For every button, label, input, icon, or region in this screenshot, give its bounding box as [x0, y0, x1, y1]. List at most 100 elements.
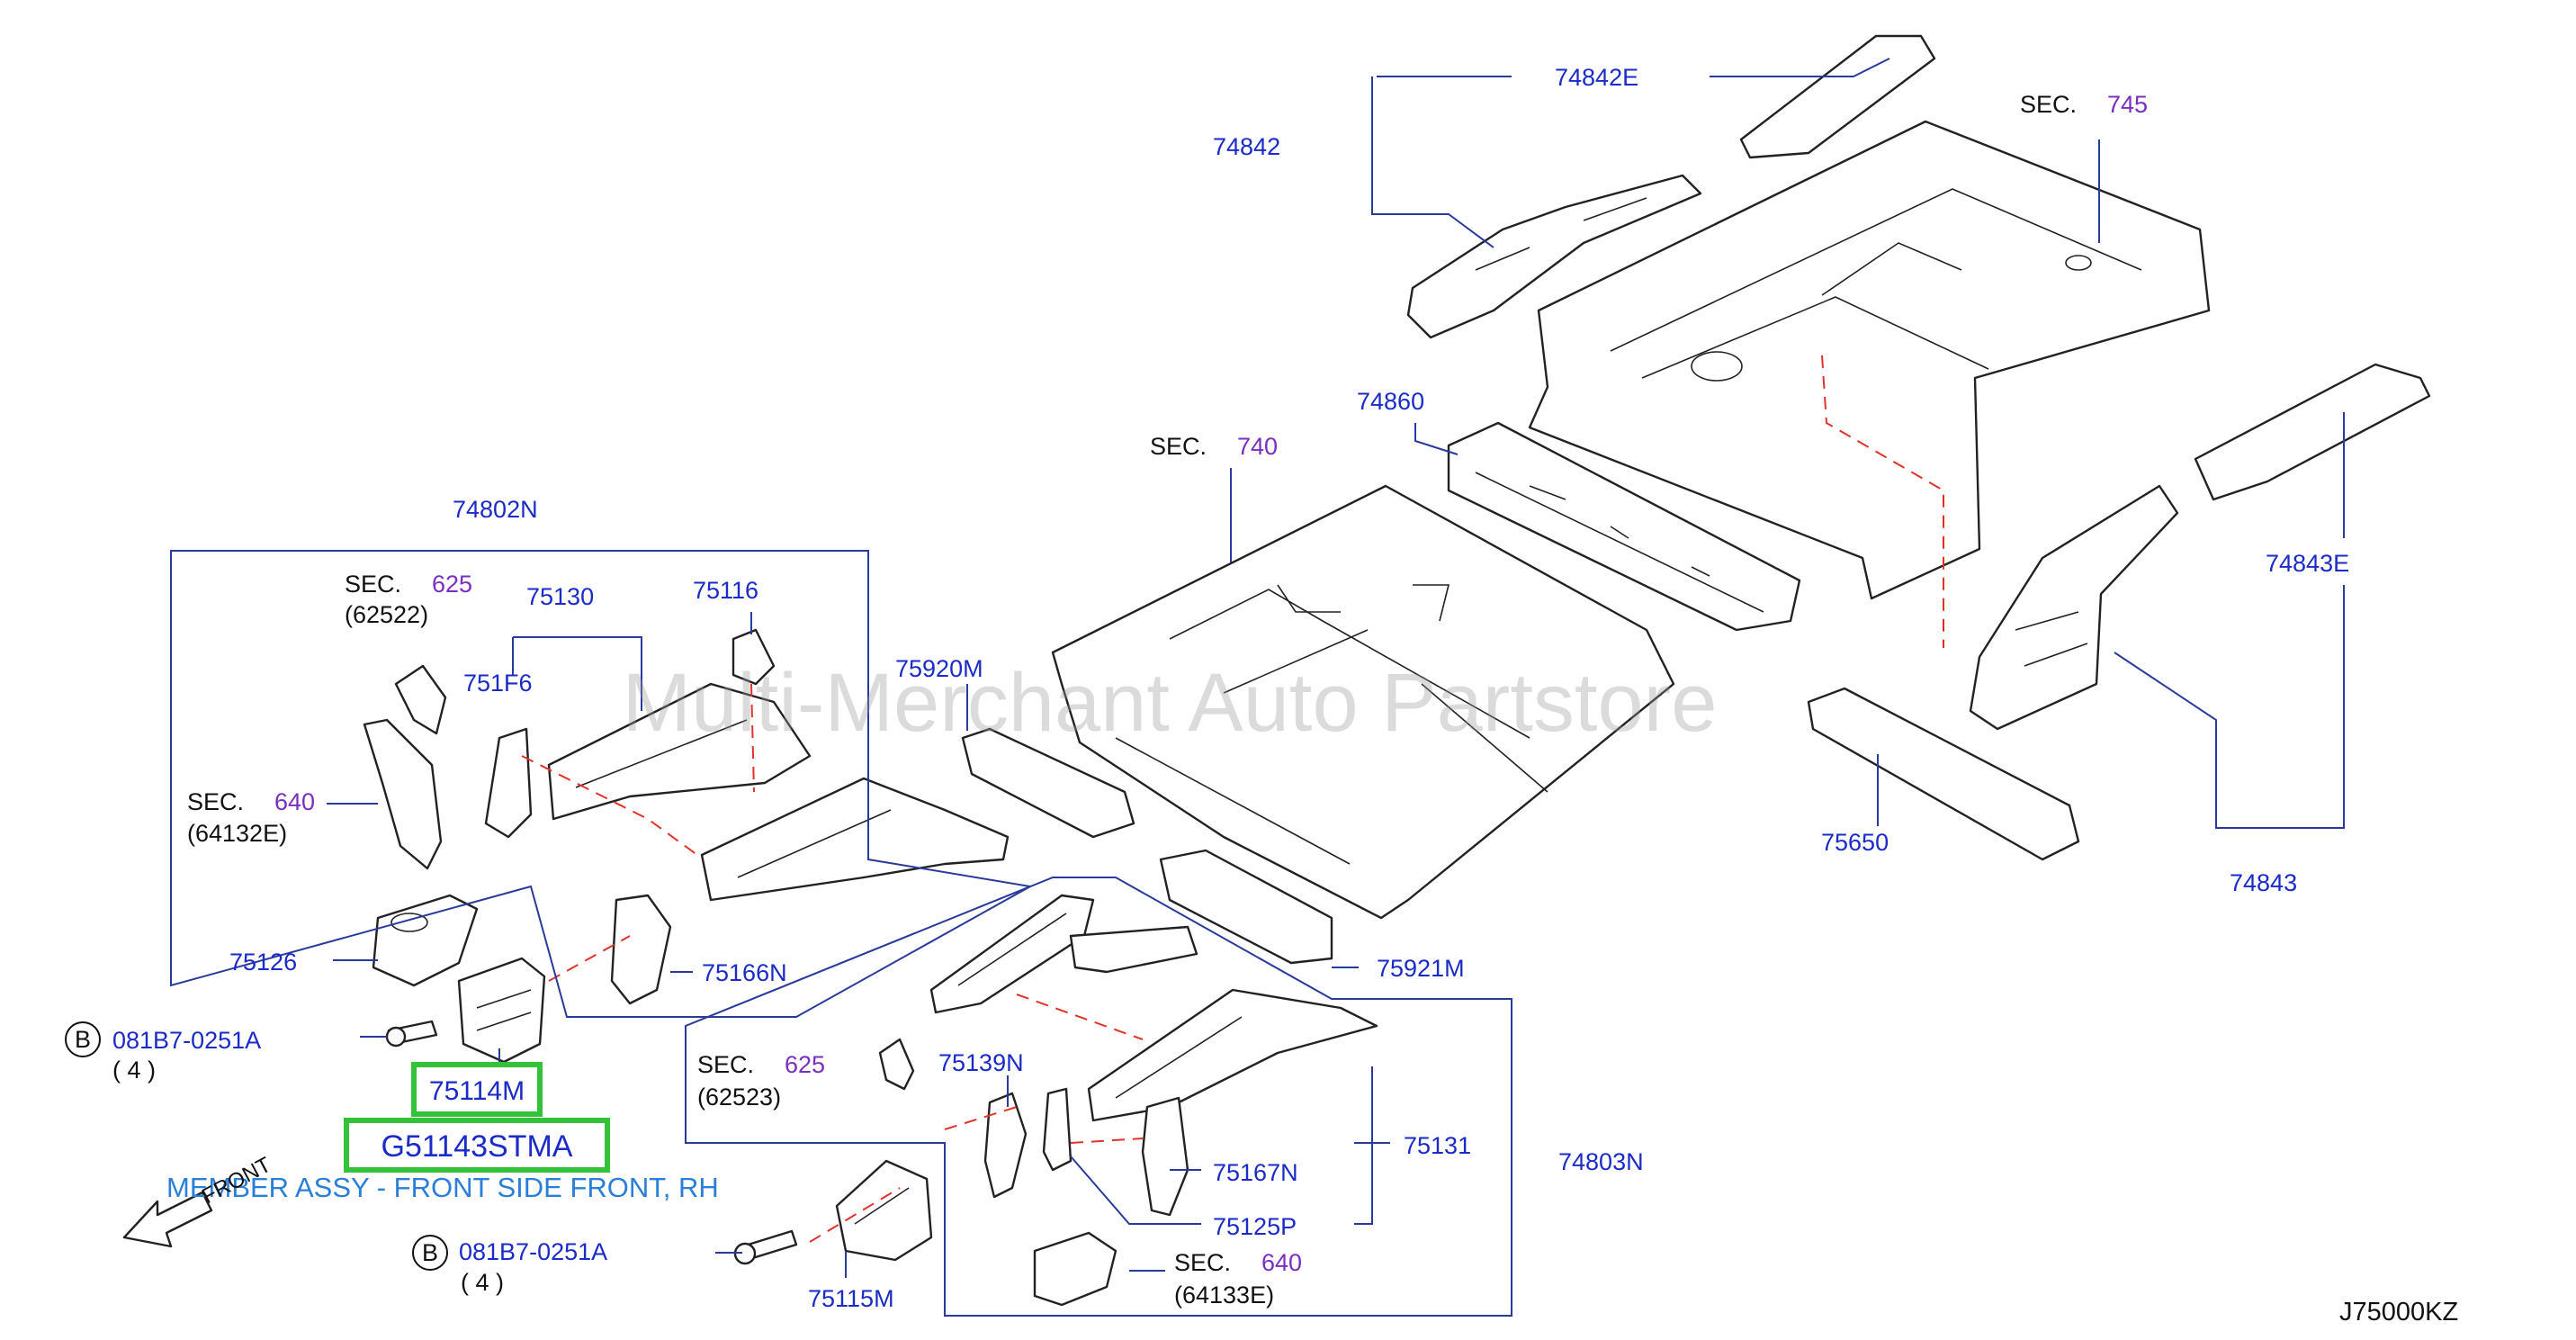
part-74843E [2194, 363, 2431, 501]
label-74843[interactable]: 74843 [2230, 869, 2297, 896]
label-74842E[interactable]: 74842E [1555, 64, 1638, 91]
highlight-description: MEMBER ASSY - FRONT SIDE FRONT, RH [166, 1172, 719, 1203]
sec-label: SEC. [345, 571, 401, 598]
label-75130[interactable]: 75130 [526, 583, 594, 610]
label-75115M[interactable]: 75115M [808, 1285, 894, 1312]
label-75126[interactable]: 75126 [229, 949, 297, 976]
part-75167N-panel [1141, 1096, 1189, 1217]
label-75650[interactable]: 75650 [1821, 829, 1889, 856]
bolt-081B7-0251A-lower [733, 1229, 798, 1265]
label-75131[interactable]: 75131 [1404, 1132, 1471, 1159]
front-floor-panel [1051, 484, 1675, 920]
part-75650 [1807, 687, 2080, 861]
sec-number: 640 [274, 788, 315, 815]
leader-74843 [2114, 585, 2345, 829]
part-75921M [1159, 849, 1333, 965]
bolt-label-upper[interactable]: B 081B7-0251A ( 4 ) [65, 1021, 261, 1084]
label-75125P[interactable]: 75125P [1213, 1213, 1297, 1240]
sec-number: 745 [2107, 91, 2148, 118]
bolt-marker-letter: B [75, 1026, 91, 1053]
part-75114M [457, 957, 546, 1064]
part-74842 [1406, 174, 1702, 339]
sec-label: SEC. [1174, 1249, 1231, 1276]
leader-74860 [1414, 423, 1459, 455]
part-75131 [1087, 988, 1378, 1122]
part-75125P [1042, 1087, 1073, 1172]
part-75166N [610, 894, 672, 1005]
sec-label: SEC. [1150, 433, 1207, 460]
leader-74842E [1377, 58, 1890, 77]
group-bracket-74803N [685, 877, 1512, 1317]
rear-crossmember-74860 [1447, 421, 1801, 632]
front-arrow-icon [122, 1191, 213, 1248]
label-74803N[interactable]: 74803N [1558, 1148, 1644, 1175]
section-ref-745[interactable]: SEC. 745 [2020, 91, 2148, 118]
highlight-75114M[interactable]: 75114M [411, 1062, 543, 1117]
label-75139N[interactable]: 75139N [938, 1049, 1024, 1076]
section-ref-740[interactable]: SEC. 740 [1150, 433, 1278, 460]
sec-label: SEC. [2020, 91, 2077, 118]
label-bolt-upper-qty: ( 4 ) [112, 1057, 156, 1084]
group-bracket-74802N [170, 550, 1033, 1018]
bolt-081B7-0251A-upper [385, 1020, 438, 1048]
section-ref-640-upper[interactable]: SEC. 640 (64132E) [187, 788, 315, 847]
part-75139N [929, 894, 1095, 1014]
bracket-62522 [394, 664, 447, 735]
diagram-code: J75000KZ [2339, 1298, 2458, 1327]
sec-sub: (64132E) [187, 820, 287, 847]
sec-label: SEC. [697, 1051, 754, 1078]
part-front-member-lower [700, 777, 1010, 902]
sec-number: 740 [1237, 433, 1278, 460]
section-ref-640-lower[interactable]: SEC. 640 (64133E) [1174, 1249, 1302, 1309]
part-75920M [961, 727, 1135, 839]
bolt-marker-letter: B [422, 1239, 438, 1266]
label-74842[interactable]: 74842 [1213, 133, 1280, 160]
label-74802N[interactable]: 74802N [453, 496, 538, 523]
label-75920M[interactable]: 75920M [895, 655, 983, 682]
sec-number: 640 [1261, 1249, 1302, 1276]
leader-75131 [1354, 1066, 1390, 1225]
label-bolt-lower-qty: ( 4 ) [461, 1269, 504, 1296]
sec-number: 625 [432, 571, 472, 598]
bracket-64133E [1033, 1231, 1117, 1307]
label-74860[interactable]: 74860 [1357, 388, 1424, 415]
section-ref-625-lower[interactable]: SEC. 625 (62523) [697, 1051, 825, 1111]
section-ref-625-upper[interactable]: SEC. 625 (62522) [345, 571, 472, 628]
label-75167N[interactable]: 75167N [1213, 1159, 1298, 1186]
bracket-64132E [363, 718, 443, 870]
sec-sub: (64133E) [1174, 1282, 1274, 1309]
label-75921M[interactable]: 75921M [1377, 955, 1465, 982]
watermark: Multi-Merchant Auto Partstore [623, 657, 1718, 749]
part-74843 [1969, 484, 2179, 731]
sec-label: SEC. [187, 788, 244, 815]
label-bolt-lower: 081B7-0251A [459, 1238, 607, 1265]
label-751F6[interactable]: 751F6 [463, 670, 533, 697]
label-75116[interactable]: 75116 [693, 577, 758, 604]
highlight-oem-number: G51143STMA [381, 1129, 573, 1164]
part-75167N [983, 1092, 1028, 1199]
sec-sub: (62522) [345, 601, 428, 628]
leader-74842 [1371, 76, 1494, 248]
highlight-oem-box [344, 1118, 610, 1173]
label-74843E[interactable]: 74843E [2266, 550, 2349, 577]
part-751F6 [484, 727, 533, 839]
highlight-box [411, 1062, 543, 1117]
leader-75130 [512, 636, 642, 711]
highlight-oem[interactable]: G51143STMA [344, 1118, 610, 1173]
part-74842E [1739, 34, 1936, 159]
part-75130 [547, 682, 812, 821]
bolt-label-lower[interactable]: B 081B7-0251A ( 4 ) [412, 1235, 607, 1296]
rear-floor-panel [1528, 120, 2211, 600]
part-75115M [835, 1159, 933, 1262]
highlight-part-number: 75114M [429, 1076, 525, 1106]
part-75126 [372, 894, 479, 987]
alignment-guides [521, 355, 1944, 1243]
label-75166N[interactable]: 75166N [702, 959, 787, 986]
label-bolt-upper: 081B7-0251A [112, 1027, 261, 1054]
bracket-62523 [878, 1038, 915, 1091]
bolt-marker-icon [412, 1235, 448, 1271]
sec-number: 625 [785, 1051, 825, 1078]
sec-sub: (62523) [697, 1084, 781, 1111]
